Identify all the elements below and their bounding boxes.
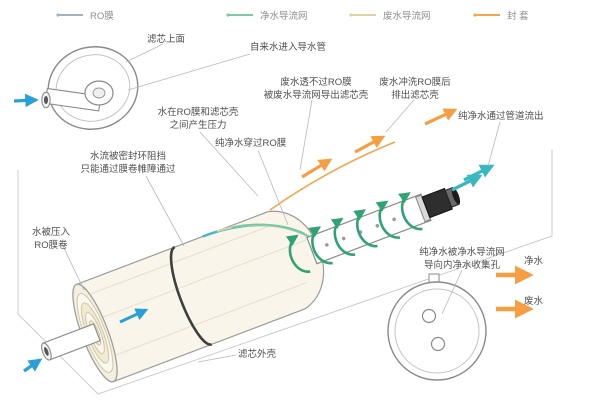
spiral-flow-arrows [285, 192, 423, 273]
housing-wireframe [17, 150, 553, 395]
label-waste-blocked: 废水透不过RO膜 被废水导流网导出滤芯壳 [263, 77, 369, 102]
legend-label-ro-membrane: RO膜 [90, 11, 114, 22]
clean-port-hole [430, 336, 446, 352]
label-pressure: 水在RO膜和滤芯壳 之间产生压力 [157, 107, 239, 132]
legend-item-clean-guide-net: 净水导流网 [225, 8, 308, 22]
roll-layers [85, 223, 308, 359]
pure-out-arrows [451, 164, 495, 192]
label-pure-collect: 纯净水被净水导流网 导向内净水收集孔 [419, 247, 505, 272]
roll-body [75, 210, 325, 383]
clean-guide-sheet [231, 223, 312, 239]
label-waste-water: 废水 [524, 296, 544, 307]
inlet-tube [41, 323, 101, 361]
ro-membrane-swatch-icon [56, 13, 83, 17]
outlet-fitting [415, 186, 461, 223]
legend-item-waste-guide-net: 废水导流网 [348, 8, 431, 22]
label-pure-out: 纯净水通过管道流出 [458, 111, 544, 122]
leader-lines [61, 43, 501, 363]
waste-port-hole [421, 308, 437, 324]
tap-water-arrows [13, 93, 149, 373]
label-pure-through: 纯净水穿过RO膜 [215, 138, 287, 149]
top-end-cap [41, 46, 139, 130]
label-waste-flush: 废水冲洗RO膜后 排出滤芯壳 [379, 77, 451, 102]
label-top-face: 滤芯上面 [147, 34, 186, 45]
tap-inlet-arrow [13, 93, 39, 108]
waste-guide-net-swatch-icon [349, 13, 376, 17]
seal-ring [169, 245, 213, 346]
label-tap-in: 自来水进入导水管 [250, 42, 327, 53]
legend-label-clean-guide-net: 净水导流网 [260, 11, 308, 22]
legend-label-envelope: 封 套 [507, 11, 529, 22]
end-cap-hub [41, 80, 114, 112]
envelope-swatch-icon [473, 13, 500, 17]
label-clean-water: 净水 [524, 256, 544, 267]
legend-item-ro-membrane: RO膜 [55, 8, 114, 22]
label-seal-block: 水流被密封环阻挡 只能通过膜卷帷障通过 [80, 151, 176, 176]
label-housing: 滤芯外壳 [238, 349, 277, 360]
legend-label-waste-guide-net: 废水导流网 [383, 11, 431, 22]
bottom-end-cap [387, 273, 487, 381]
tube-inlet-arrow [23, 358, 43, 373]
clean-guide-net-swatch-icon [226, 13, 253, 17]
waste-out-arrows [301, 108, 534, 319]
membrane-roll [41, 186, 461, 383]
envelope-sheet [269, 141, 396, 211]
internal-flow-arrow [119, 308, 149, 324]
legend-item-envelope: 封 套 [472, 8, 529, 22]
center-tube [306, 193, 432, 265]
label-pressed-in: 水被压入 RO膜卷 [31, 227, 70, 252]
